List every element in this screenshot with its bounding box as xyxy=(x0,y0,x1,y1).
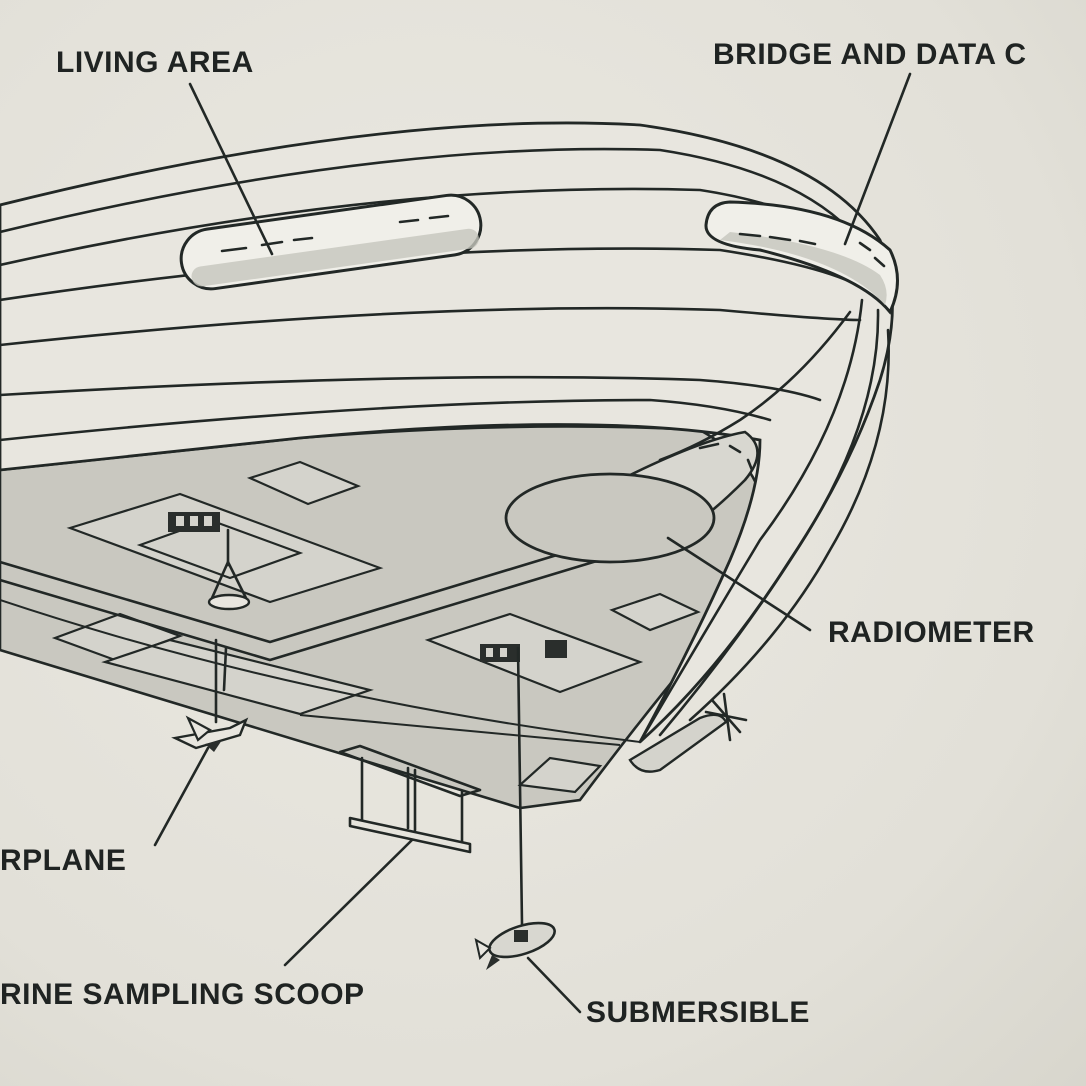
label-scoop: RINE SAMPLING SCOOP xyxy=(0,978,365,1011)
deck-panels xyxy=(51,460,701,794)
sampling-scoop xyxy=(338,744,482,854)
label-radiometer: RADIOMETER xyxy=(828,616,1035,649)
hatch-equipment xyxy=(168,512,567,662)
label-submersible: SUBMERSIBLE xyxy=(586,996,810,1029)
living-area-pod xyxy=(179,193,483,291)
submersible-icon xyxy=(474,646,556,970)
hanging-buoy xyxy=(207,528,251,611)
airplane-icon xyxy=(171,638,249,752)
hull-ribs xyxy=(0,147,890,744)
label-bridge: BRIDGE AND DATA C xyxy=(713,38,1026,71)
propeller-pod xyxy=(628,692,748,773)
deck-seam xyxy=(0,546,582,644)
radiometer-dish xyxy=(504,430,759,564)
leader-lines xyxy=(153,72,912,1014)
label-airplane: RPLANE xyxy=(0,844,126,877)
label-living-area: LIVING AREA xyxy=(56,46,254,79)
